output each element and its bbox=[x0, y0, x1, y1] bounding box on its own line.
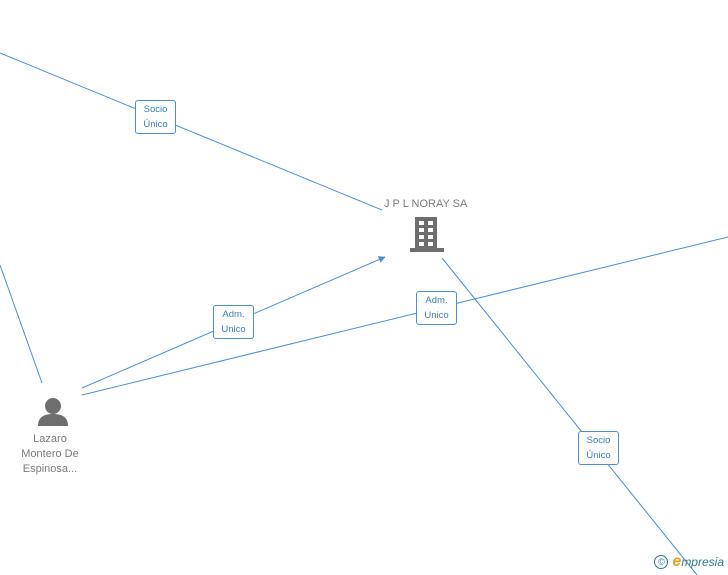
brand-logo-initial: e bbox=[672, 553, 682, 570]
edge-label-line-1: Adm. bbox=[425, 295, 448, 306]
edge-label-adm-unico-left[interactable]: Adm. Unico bbox=[213, 305, 254, 339]
person-icon[interactable] bbox=[37, 397, 69, 427]
edge-label-line-2: Único bbox=[586, 450, 611, 461]
edge-label-line-1: Socio bbox=[586, 435, 611, 446]
building-icon[interactable] bbox=[410, 217, 444, 253]
copyright-icon: © bbox=[654, 555, 669, 569]
brand-footer[interactable]: © empresia bbox=[654, 553, 724, 571]
edge-line-top bbox=[0, 52, 383, 211]
edge-label-line-2: Unico bbox=[424, 310, 449, 321]
brand-logo-rest: mpresia bbox=[681, 555, 724, 569]
brand-logo: empresia bbox=[672, 553, 724, 571]
edge-label-line-1: Adm. bbox=[222, 309, 245, 320]
edge-label-line-1: Socio bbox=[143, 104, 168, 115]
edge-label-socio-unico-top[interactable]: Socio Único bbox=[135, 100, 176, 134]
person-name-line-2: Montero De bbox=[21, 448, 79, 460]
edge-label-socio-unico-bottom[interactable]: Socio Único bbox=[578, 431, 619, 465]
edge-line-adm-to-right bbox=[81, 236, 728, 396]
person-name-line-3: Espinosa... bbox=[22, 463, 78, 475]
person-node-name[interactable]: Lazaro Montero De Espinosa... bbox=[0, 432, 100, 477]
edge-label-line-2: Unico bbox=[221, 324, 246, 335]
company-node-title[interactable]: J P L NORAY SA bbox=[384, 198, 468, 210]
edge-line-bottom bbox=[441, 257, 698, 575]
person-name-line-1: Lazaro bbox=[33, 433, 67, 445]
edge-line-left-vertical bbox=[0, 264, 43, 384]
edge-label-line-2: Único bbox=[143, 119, 168, 130]
edge-label-adm-unico-right[interactable]: Adm. Unico bbox=[416, 291, 457, 325]
